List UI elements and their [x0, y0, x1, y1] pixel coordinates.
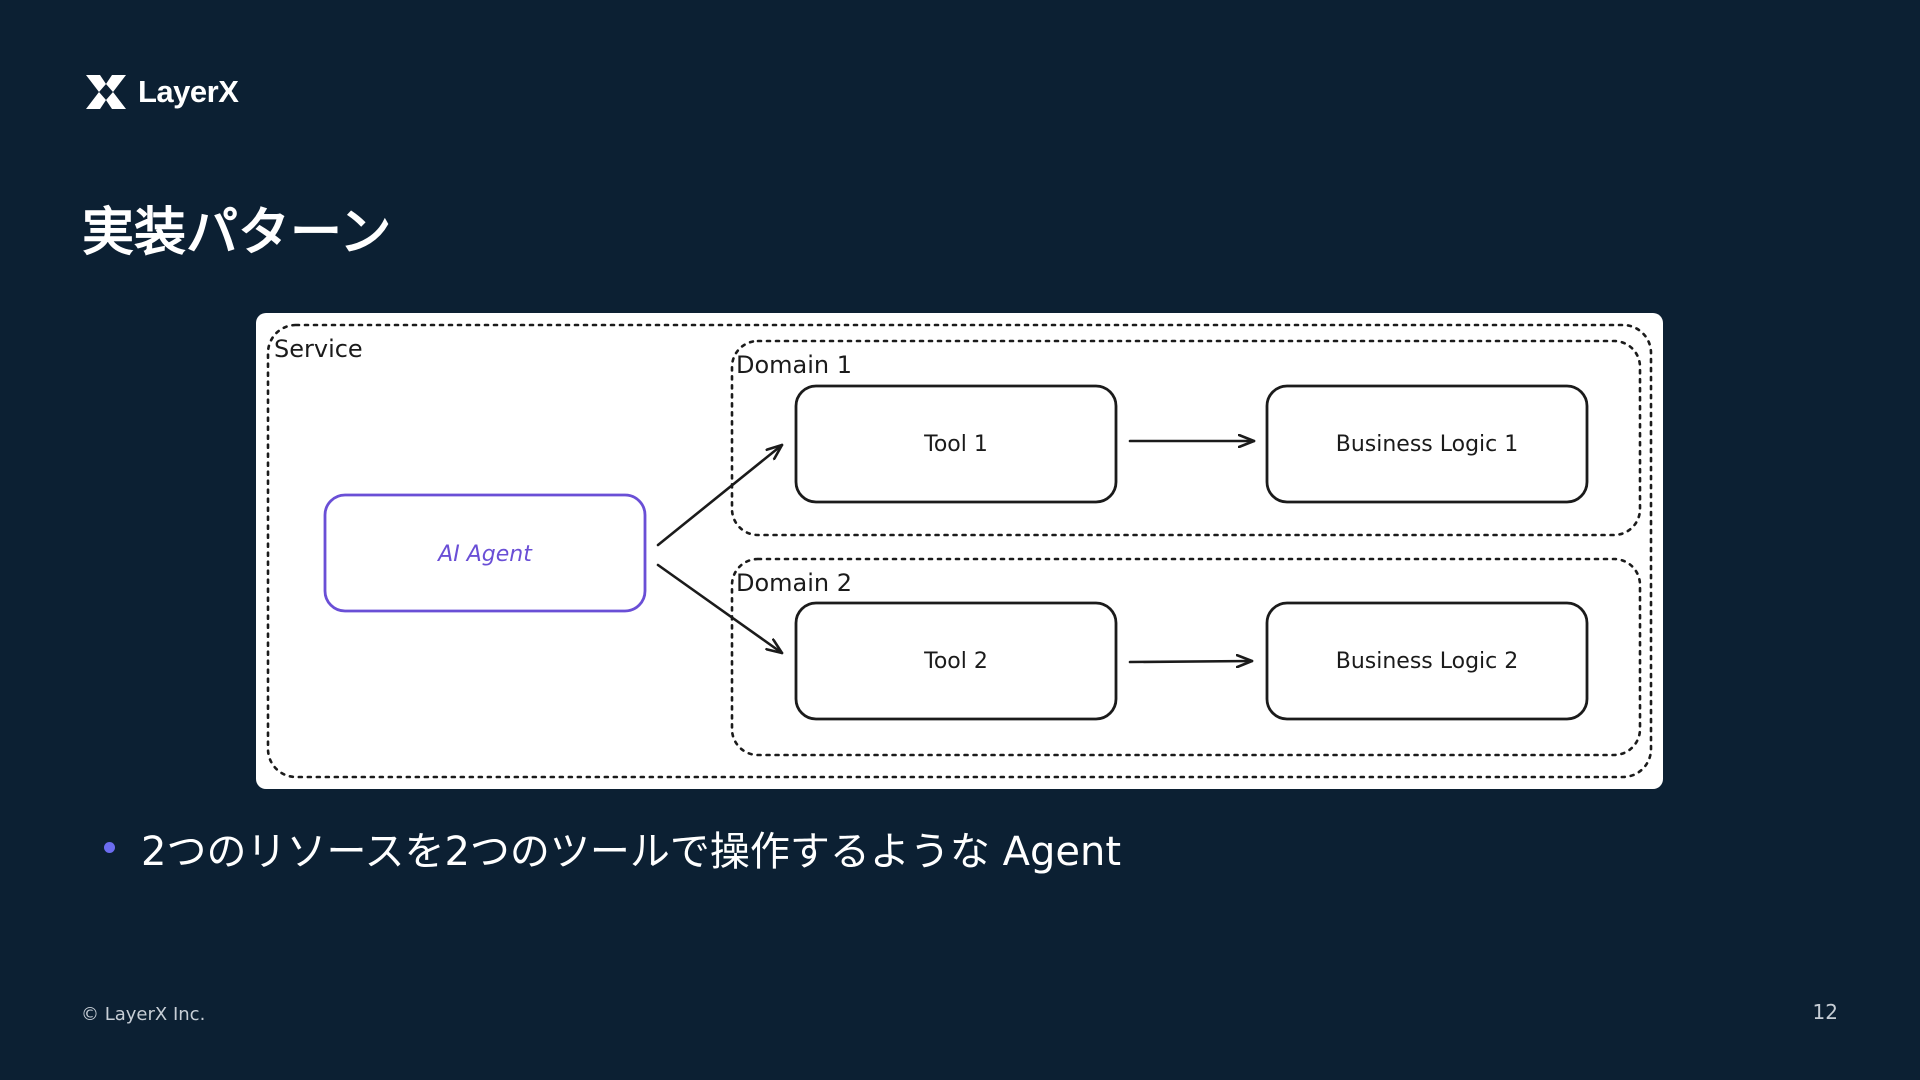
arrow-tool-2-to-logic-2	[1128, 661, 1254, 662]
service-boundary	[266, 323, 1653, 779]
copyright-footer: © LayerX Inc.	[81, 1004, 206, 1025]
business-logic-2-label: Business Logic 2	[1336, 649, 1519, 674]
domain-2-label: Domain 2	[736, 569, 852, 597]
arrow-agent-to-tool-2	[656, 563, 784, 655]
service-label: Service	[274, 335, 363, 363]
domain-1-boundary	[730, 339, 1642, 537]
layerx-x-mark-icon	[86, 75, 126, 109]
business-logic-2-box	[1265, 601, 1589, 721]
business-logic-1-label: Business Logic 1	[1336, 432, 1519, 457]
slide-title: 実装パターン	[82, 203, 392, 263]
page-number: 12	[1812, 1000, 1838, 1024]
arrow-agent-to-tool-1	[656, 443, 784, 547]
ai-agent-label: AI Agent	[436, 542, 533, 567]
tool-1-box	[794, 384, 1118, 504]
bullet-text: 2つのリソースを2つのツールで操作するような Agent	[141, 829, 1122, 875]
domain-1-label: Domain 1	[736, 351, 852, 379]
bullet-dot-icon	[104, 842, 115, 853]
bullet-item: 2つのリソースを2つのツールで操作するような Agent	[104, 822, 1121, 882]
business-logic-1-box	[1265, 384, 1589, 504]
tool-1-label: Tool 1	[923, 432, 988, 457]
brand-name: LayerX	[138, 74, 239, 109]
brand-logo: LayerX	[84, 70, 239, 114]
tool-2-label: Tool 2	[923, 649, 988, 674]
architecture-diagram: Service Domain 1 Domain 2 AI Agent Tool …	[256, 313, 1663, 789]
tool-2-box	[794, 601, 1118, 721]
ai-agent-box	[323, 493, 647, 613]
